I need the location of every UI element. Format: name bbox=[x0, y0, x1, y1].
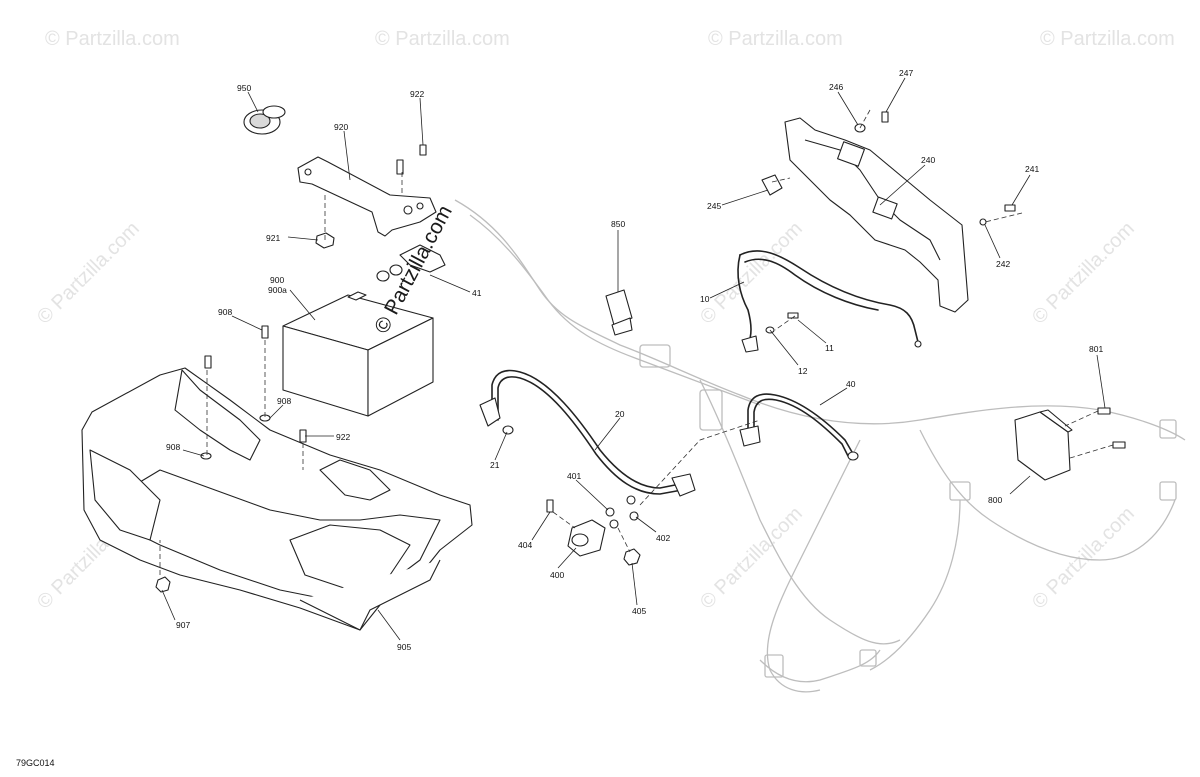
wiring-harness bbox=[454, 199, 1186, 693]
battery-tray-part[interactable] bbox=[81, 367, 473, 631]
ground-cable-part[interactable] bbox=[739, 393, 859, 461]
callout-41[interactable]: 41 bbox=[472, 288, 482, 298]
callout-405[interactable]: 405 bbox=[632, 606, 646, 616]
callout-10[interactable]: 10 bbox=[700, 294, 710, 304]
callout-905[interactable]: 905 bbox=[397, 642, 411, 652]
diagram-code: 79GC014 bbox=[16, 758, 55, 768]
battery-cable-part[interactable] bbox=[479, 369, 696, 497]
callout-922[interactable]: 922 bbox=[410, 89, 424, 99]
callout-247[interactable]: 247 bbox=[899, 68, 913, 78]
callout-908[interactable]: 908 bbox=[277, 396, 291, 406]
wiring-loom-part[interactable] bbox=[737, 250, 922, 353]
callout-908[interactable]: 908 bbox=[166, 442, 180, 452]
watermark-text: © Partzilla.com bbox=[696, 218, 807, 329]
assembly-lines bbox=[159, 109, 1114, 575]
callout-850[interactable]: 850 bbox=[611, 219, 625, 229]
callout-12[interactable]: 12 bbox=[798, 366, 808, 376]
callout-20[interactable]: 20 bbox=[615, 409, 625, 419]
callout-900[interactable]: 900 bbox=[270, 275, 284, 285]
battery-bracket-part[interactable] bbox=[297, 156, 437, 237]
callout-801[interactable]: 801 bbox=[1089, 344, 1103, 354]
bracket-fasteners[interactable] bbox=[315, 144, 427, 249]
watermark-text: © Partzilla.com bbox=[45, 28, 180, 50]
callout-401[interactable]: 401 bbox=[567, 471, 581, 481]
callout-labels: 950 922 920 921 900 900a 41 908 908 908 … bbox=[166, 68, 1103, 652]
callout-246[interactable]: 246 bbox=[829, 82, 843, 92]
power-socket-part[interactable] bbox=[243, 105, 286, 135]
starter-solenoid-part[interactable] bbox=[546, 495, 641, 566]
callout-921[interactable]: 921 bbox=[266, 233, 280, 243]
watermark-text: © Partzilla.com bbox=[696, 503, 807, 614]
callout-907[interactable]: 907 bbox=[176, 620, 190, 630]
watermark-text: © Partzilla.com bbox=[33, 218, 144, 329]
callout-241[interactable]: 241 bbox=[1025, 164, 1039, 174]
watermark-text: © Partzilla.com bbox=[375, 28, 510, 50]
callout-402[interactable]: 402 bbox=[656, 533, 670, 543]
watermark-text: © Partzilla.com bbox=[1028, 503, 1139, 614]
fuse-bracket-part[interactable] bbox=[761, 111, 1016, 313]
battery-terminal-part[interactable] bbox=[376, 244, 446, 282]
callout-800[interactable]: 800 bbox=[988, 495, 1002, 505]
callout-908[interactable]: 908 bbox=[218, 307, 232, 317]
callout-400[interactable]: 400 bbox=[550, 570, 564, 580]
callout-922[interactable]: 922 bbox=[336, 432, 350, 442]
battery-part[interactable] bbox=[282, 291, 434, 417]
watermark-text: © Partzilla.com bbox=[1028, 218, 1139, 329]
control-module-part[interactable] bbox=[1014, 407, 1126, 481]
callout-40[interactable]: 40 bbox=[846, 379, 856, 389]
callout-245[interactable]: 245 bbox=[707, 201, 721, 211]
connector-part[interactable] bbox=[605, 289, 633, 336]
callout-240[interactable]: 240 bbox=[921, 155, 935, 165]
callout-404[interactable]: 404 bbox=[518, 540, 532, 550]
callout-11[interactable]: 11 bbox=[825, 343, 834, 353]
callout-900a[interactable]: 900a bbox=[268, 285, 287, 295]
leader-lines bbox=[161, 77, 1106, 641]
callout-920[interactable]: 920 bbox=[334, 122, 348, 132]
callout-242[interactable]: 242 bbox=[996, 259, 1010, 269]
watermark-text: © Partzilla.com bbox=[708, 28, 843, 50]
callout-21[interactable]: 21 bbox=[490, 460, 500, 470]
watermark-text: © Partzilla.com bbox=[1040, 28, 1175, 50]
callout-950[interactable]: 950 bbox=[237, 83, 251, 93]
